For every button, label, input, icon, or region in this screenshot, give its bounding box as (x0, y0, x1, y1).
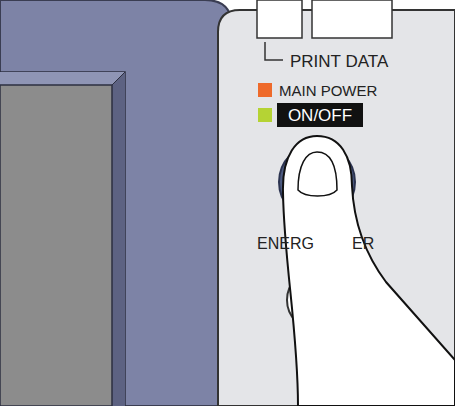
panel-label: ER (352, 236, 374, 252)
button-label-box: ON/OFF (277, 103, 363, 127)
panel-label: ENERG (257, 236, 314, 252)
bracket (265, 42, 283, 60)
screen-bezel (0, 72, 125, 406)
led-orange (258, 83, 272, 97)
indicator-window (257, 0, 302, 38)
fingernail (298, 152, 337, 196)
screen-bevel (112, 72, 125, 406)
indicator-window (312, 0, 392, 38)
finger (283, 136, 455, 406)
housing (0, 0, 232, 406)
bevel-edge (112, 72, 125, 85)
button-label: ON/OFF (288, 107, 352, 124)
screen-bevel (0, 72, 125, 85)
screen (0, 85, 112, 406)
panel-label: PRINT DATA (290, 53, 388, 70)
led-green (258, 108, 272, 122)
control-panel (218, 10, 455, 406)
panel-label: MAIN POWER (279, 83, 377, 98)
